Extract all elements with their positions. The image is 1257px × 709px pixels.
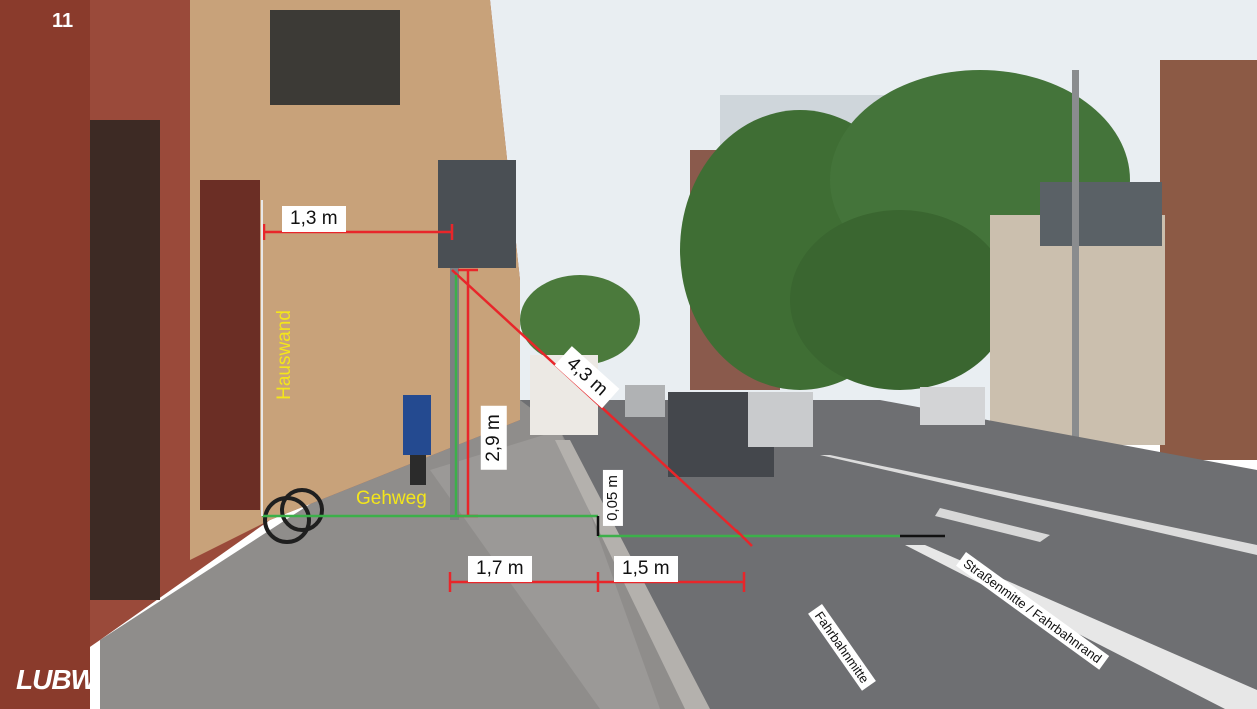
house-wall-label: Hauswand [273,310,295,400]
sign-overhang-label: 1,3 m [282,206,346,232]
lubw-logo: LUBW [16,664,97,695]
lane-offset-label: 1,5 m [614,556,678,582]
house-number: 11 [52,10,74,32]
clear-height-label: 2,9 m [480,406,507,470]
sidewalk-width-label: 1,7 m [468,556,532,582]
curb-height-label: 0,05 m [602,470,623,526]
sidewalk-label: Gehweg [356,488,427,509]
